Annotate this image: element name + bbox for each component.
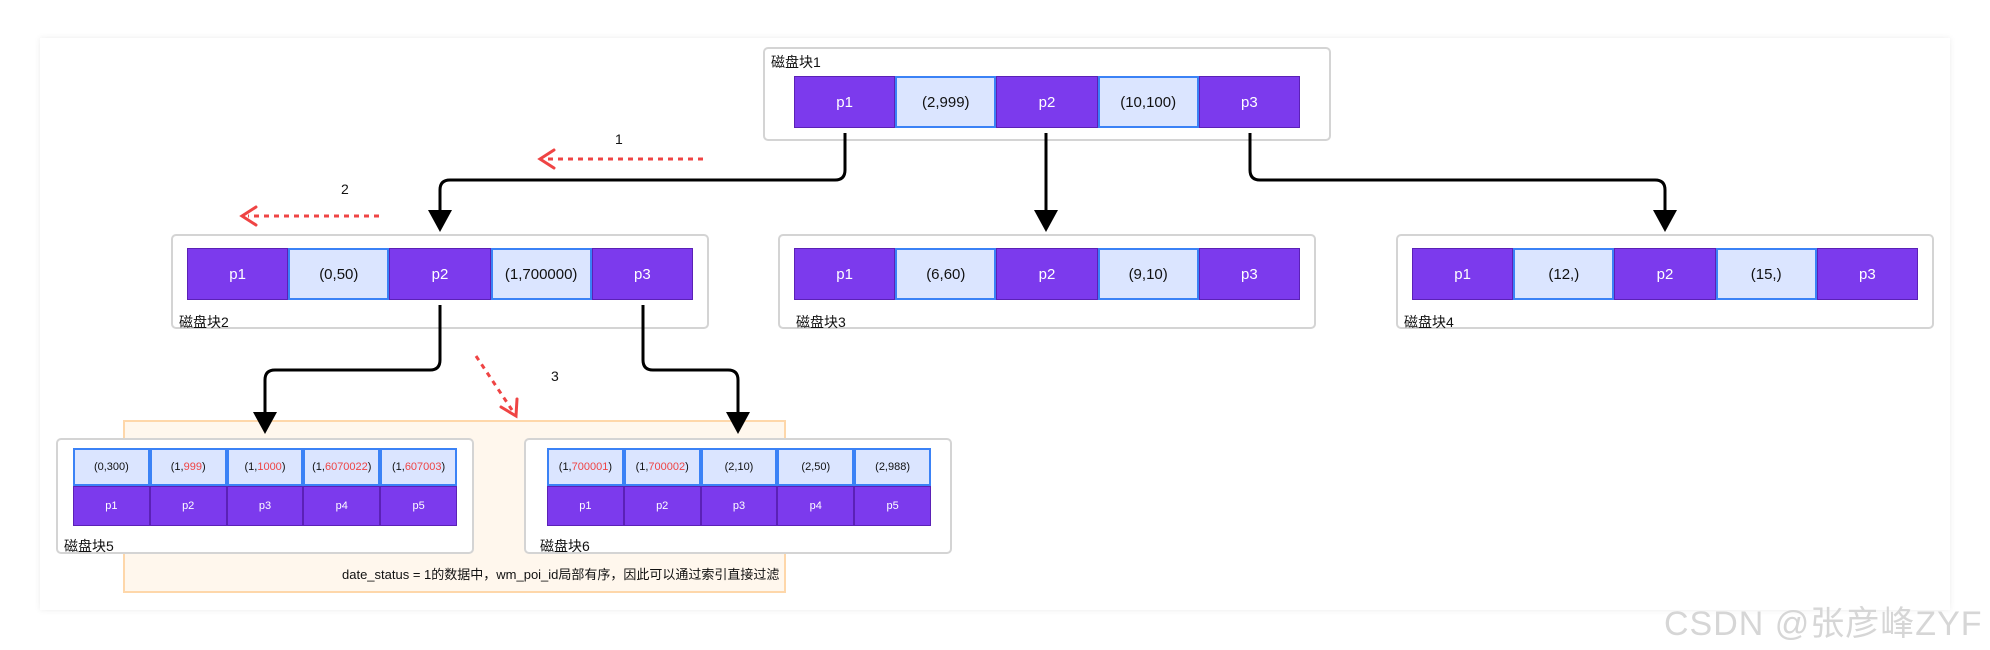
- pointer-cell: p3: [591, 248, 693, 300]
- leaf-key-text: (2,50): [801, 461, 831, 473]
- disk-block-3-cells: p1(6,60)p2(9,10)p3: [794, 248, 1300, 300]
- leaf-key-text: (1,: [558, 461, 572, 473]
- leaf-key-text: ): [608, 461, 613, 473]
- leaf-key-text: ): [201, 461, 206, 473]
- leaf-key-text: ): [441, 461, 446, 473]
- leaf-key-text: (1,: [391, 461, 405, 473]
- disk-block-label: 磁盘块2: [179, 314, 229, 330]
- leaf-key-text: (0,300): [93, 461, 129, 473]
- leaf-pointer-cell: p2: [149, 486, 227, 526]
- disk-block-label: 磁盘块6: [540, 538, 590, 554]
- csdn-watermark: CSDN @张彦峰ZYF: [1664, 605, 1983, 643]
- disk-block-4-cells: p1(12,)p2(15,)p3: [1412, 248, 1918, 300]
- leaf-key-highlight: 999: [183, 461, 202, 473]
- disk-block-2-cells: p1(0,50)p2(1,700000)p3: [187, 248, 693, 300]
- arrow-b2-to-b6: [641, 305, 740, 414]
- arrow-b1-to-b4-head: [1653, 210, 1677, 232]
- leaf-key-text: (2,10): [724, 461, 754, 473]
- pointer-cell: p1: [794, 76, 896, 128]
- disk-block-label: 磁盘块4: [1404, 314, 1454, 330]
- pointer-cell: p2: [389, 248, 491, 300]
- pointer-cell: p1: [794, 248, 896, 300]
- leaf-pointer-cell: p4: [777, 486, 855, 526]
- arrow-b1-to-b3-head: [1034, 210, 1058, 232]
- leaf-key-cell: (0,300): [73, 448, 150, 486]
- leaf-key-highlight: 700002: [648, 461, 686, 473]
- pointer-cell: p1: [1412, 248, 1514, 300]
- leaf-key-text: (1,: [170, 461, 184, 473]
- leaf-key-cell: (2,988): [854, 448, 931, 486]
- key-cell: (0,50): [288, 248, 390, 300]
- pointer-cell: p1: [187, 248, 289, 300]
- key-cell: (12,): [1513, 248, 1615, 300]
- leaf-key-text: (1,: [312, 461, 325, 473]
- arrow-b1-to-b2: [438, 133, 847, 212]
- pointer-cell: p2: [996, 76, 1098, 128]
- leaf-key-cell: (1,6070022): [303, 448, 381, 486]
- key-cell: (15,): [1715, 248, 1817, 300]
- pointer-cell: p2: [1614, 248, 1716, 300]
- leaf-key-cell: (1,1000): [226, 448, 304, 486]
- leaf-key-text: ): [367, 461, 372, 473]
- arrow-b2-to-b5-head: [253, 412, 277, 434]
- arrow-b1-to-b2-head: [428, 210, 452, 232]
- leaf-pointer-cell: p4: [303, 486, 381, 526]
- step-3-label: 3: [551, 368, 559, 384]
- leaf-key-highlight: 6070022: [324, 461, 368, 473]
- step-3-arrow: [474, 355, 514, 411]
- leaf-pointer-cell: p2: [623, 486, 701, 526]
- leaf-key-cell: (1,700002): [623, 448, 701, 486]
- step-2-label: 2: [341, 181, 349, 197]
- arrow-b2-to-b5: [263, 305, 442, 414]
- step-3-arrowhead: [499, 397, 519, 419]
- leaf-key-cell: (1,700001): [547, 448, 624, 486]
- arrow-b1-to-b4: [1248, 133, 1667, 212]
- step-2-arrowhead: [239, 205, 258, 227]
- arrow-b2-to-b6-head: [726, 412, 750, 434]
- leaf-pointer-cell: p1: [547, 486, 624, 526]
- leaf-key-text: ): [685, 461, 689, 473]
- key-cell: (6,60): [895, 248, 997, 300]
- leaf-pointer-cell: p3: [700, 486, 778, 526]
- pointer-cell: p3: [1816, 248, 1918, 300]
- disk-block-label: 磁盘块1: [771, 54, 821, 70]
- leaf-key-highlight: 1000: [257, 461, 282, 473]
- leaf-key-text: (1,: [244, 461, 258, 473]
- pointer-cell: p3: [1198, 76, 1300, 128]
- pointer-cell: p2: [996, 248, 1098, 300]
- disk-block-6-keys: (1,700001)(1,700002)(2,10)(2,50)(2,988): [547, 448, 931, 486]
- leaf-key-highlight: 700001: [571, 461, 609, 473]
- key-cell: (10,100): [1097, 76, 1199, 128]
- leaf-pointer-cell: p1: [73, 486, 150, 526]
- leaf-key-highlight: 607003: [404, 461, 442, 473]
- leaf-key-cell: (2,10): [700, 448, 778, 486]
- leaf-pointer-cell: p5: [380, 486, 457, 526]
- leaf-pointer-cell: p3: [226, 486, 304, 526]
- key-cell: (9,10): [1097, 248, 1199, 300]
- leaf-key-cell: (1,607003): [380, 448, 457, 486]
- leaf-order-note: date_status = 1的数据中，wm_poi_id局部有序，因此可以通过…: [342, 567, 780, 582]
- leaf-pointer-cell: p5: [854, 486, 931, 526]
- disk-block-label: 磁盘块5: [64, 538, 114, 554]
- key-cell: (2,999): [895, 76, 997, 128]
- leaf-key-text: (1,: [635, 461, 649, 473]
- disk-block-label: 磁盘块3: [796, 314, 846, 330]
- leaf-key-text: ): [281, 461, 286, 473]
- step-1-label: 1: [615, 131, 623, 147]
- leaf-key-cell: (2,50): [777, 448, 855, 486]
- key-cell: (1,700000): [490, 248, 592, 300]
- leaf-key-cell: (1,999): [149, 448, 227, 486]
- step-1-arrowhead: [537, 148, 556, 170]
- disk-block-1-cells: p1(2,999)p2(10,100)p3: [794, 76, 1300, 128]
- leaf-key-text: (2,988): [875, 461, 911, 473]
- pointer-cell: p3: [1198, 248, 1300, 300]
- disk-block-5-keys: (0,300)(1,999)(1,1000)(1,6070022)(1,6070…: [73, 448, 457, 486]
